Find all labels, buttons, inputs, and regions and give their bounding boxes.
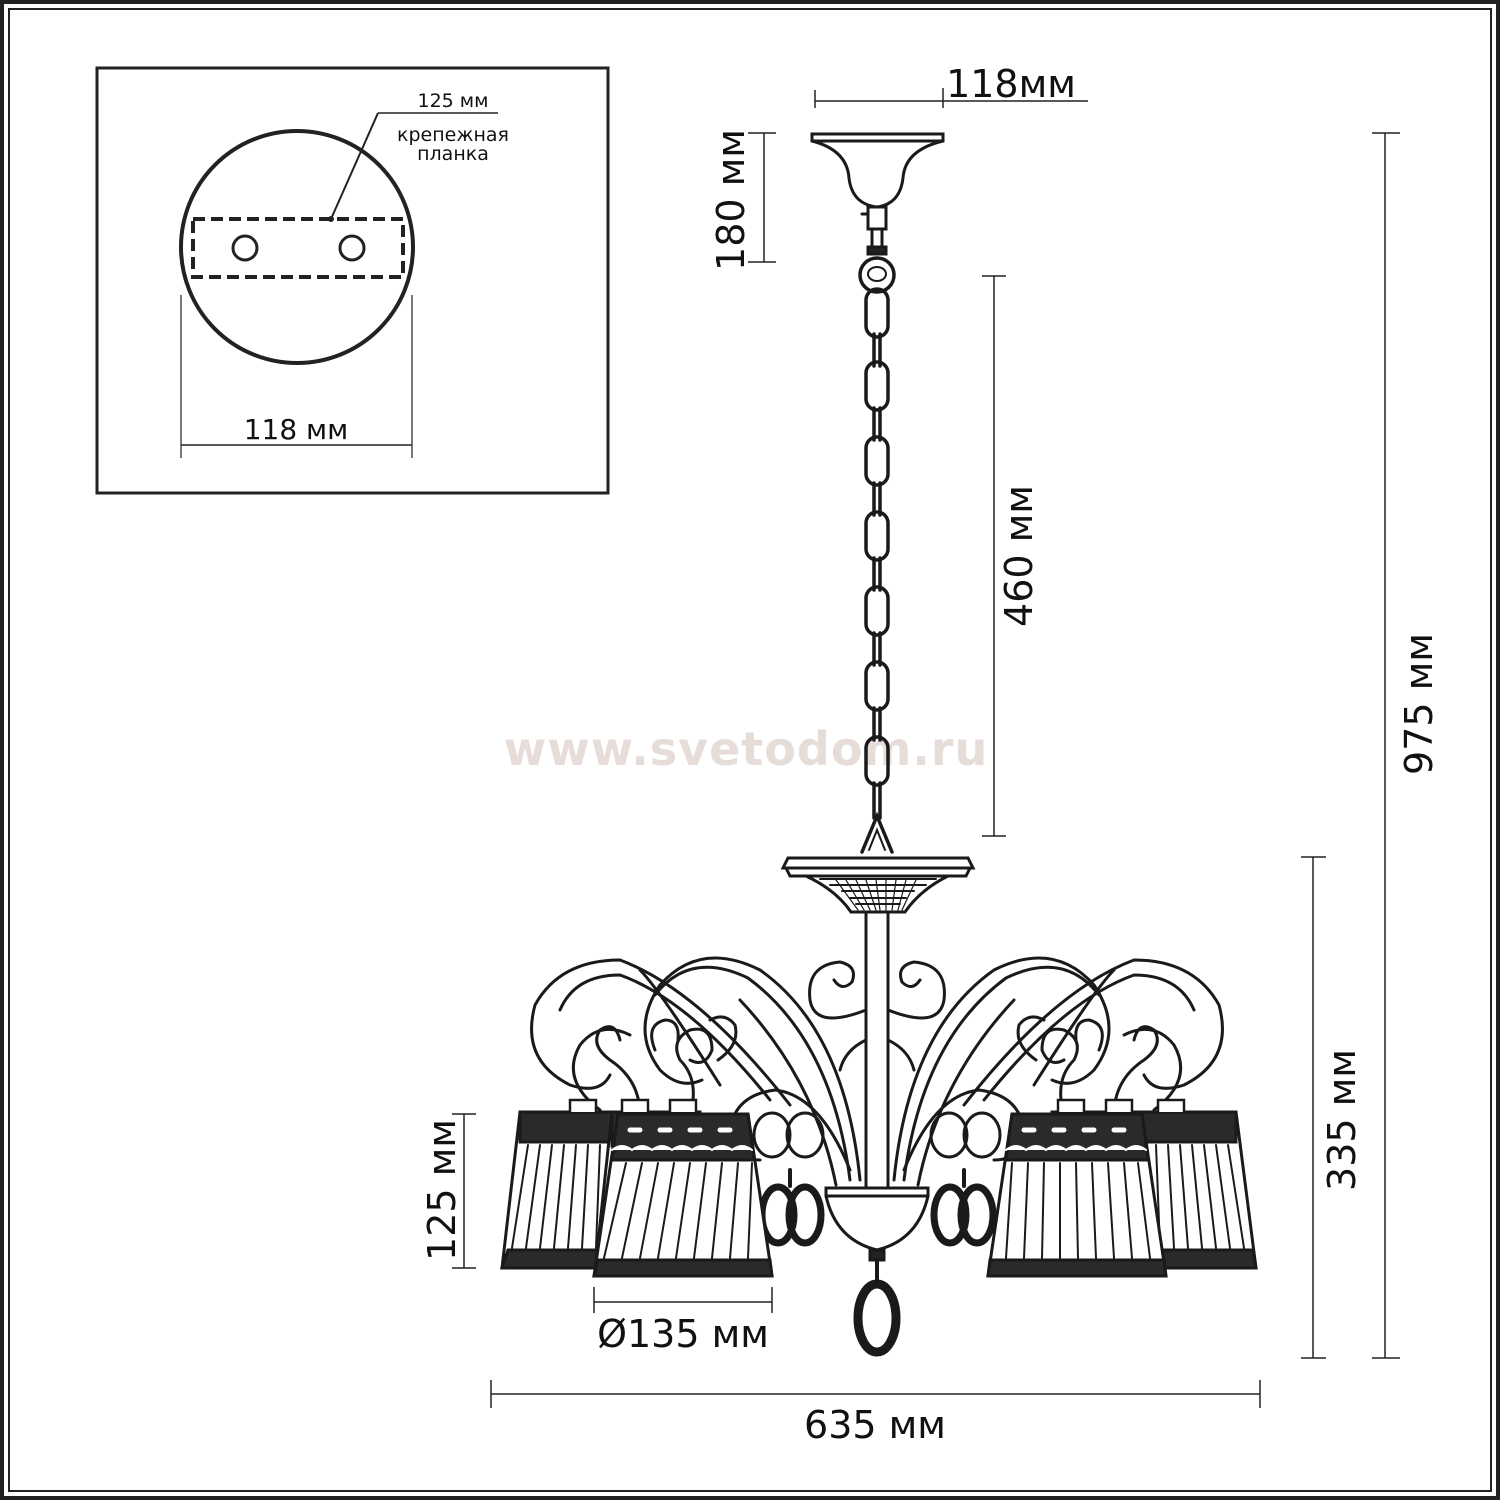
inner-loops bbox=[728, 1088, 1026, 1172]
mounting-bracket bbox=[191, 217, 405, 279]
dimension-lines bbox=[452, 88, 1400, 1408]
shades bbox=[499, 1098, 1258, 1278]
screw-hole-right bbox=[338, 234, 366, 262]
left-arms bbox=[530, 956, 862, 1187]
screw-hole-left bbox=[231, 234, 259, 262]
canopy-width-label: 118мм bbox=[946, 62, 1076, 106]
mounting-plate-inset: 125 мм крепежная планка 118 мм bbox=[95, 66, 610, 495]
bracket-label-line1: крепежная bbox=[397, 124, 509, 146]
shade-back-right bbox=[1140, 1110, 1258, 1270]
total-width-label: 635 мм bbox=[804, 1403, 946, 1447]
shade-front-right bbox=[986, 1112, 1168, 1278]
ceiling-canopy bbox=[810, 132, 945, 256]
chain-length-label: 460 мм bbox=[997, 485, 1041, 627]
shade-back-left bbox=[499, 1110, 614, 1270]
chain bbox=[858, 256, 896, 854]
center-pendant bbox=[853, 1279, 901, 1357]
bracket-label-line2: планка bbox=[417, 143, 489, 165]
bracket-length-label: 125 мм bbox=[418, 90, 489, 112]
shade-diameter-label: Ø135 мм bbox=[597, 1312, 769, 1356]
shade-height-label: 125 мм bbox=[420, 1119, 464, 1261]
center-bowl bbox=[824, 1186, 930, 1357]
total-height-label: 975 мм bbox=[1397, 633, 1441, 775]
plate-width-label: 118 мм bbox=[244, 413, 349, 446]
right-arms bbox=[892, 956, 1224, 1187]
chandelier bbox=[499, 132, 1258, 1357]
central-plate bbox=[780, 856, 976, 914]
body-height-label: 335 мм bbox=[1320, 1049, 1364, 1191]
canopy-height-label: 180 мм bbox=[709, 129, 753, 271]
watermark: www.svetodom.ru bbox=[504, 722, 989, 776]
shade-front-left bbox=[592, 1112, 774, 1278]
